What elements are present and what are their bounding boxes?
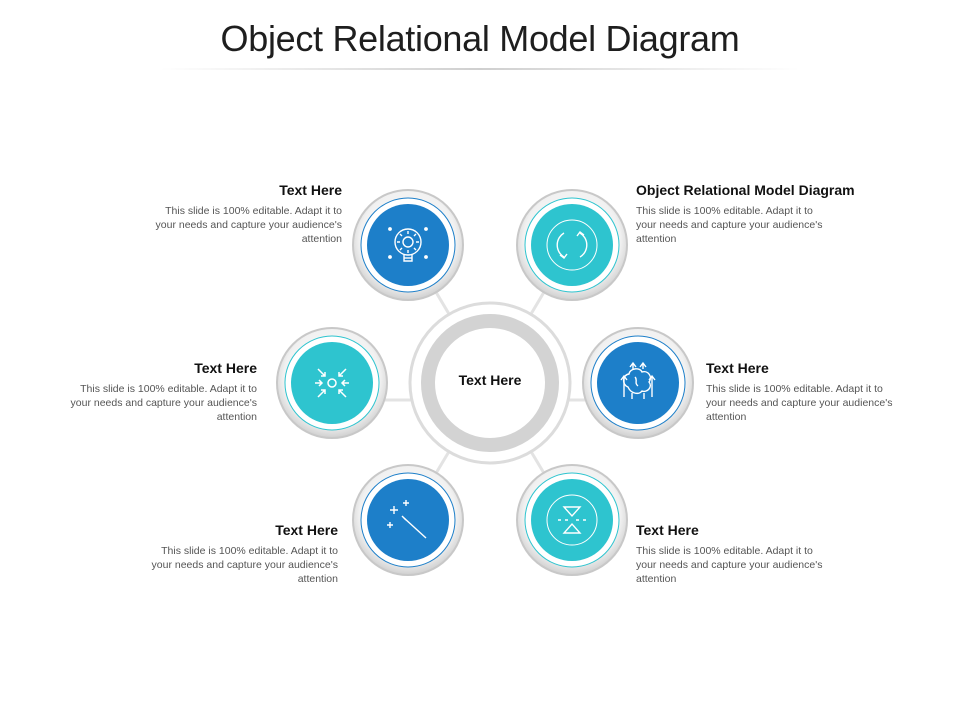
label-description: This slide is 100% editable. Adapt it to… <box>706 383 893 423</box>
center-ring <box>408 301 572 465</box>
hourglass-icon <box>546 494 598 546</box>
label-top-left: Text Here This slide is 100% editable. A… <box>152 182 342 246</box>
magic-wand-icon <box>387 500 427 539</box>
node-bottom-right <box>516 464 628 576</box>
page-title: Object Relational Model Diagram <box>220 18 740 59</box>
label-description: This slide is 100% editable. Adapt it to… <box>70 383 257 423</box>
node-mid-right <box>582 327 694 439</box>
node-mid-left <box>276 327 388 439</box>
node-top-right <box>516 189 628 301</box>
label-heading: Text Here <box>194 360 257 376</box>
converge-arrows-icon <box>315 368 349 398</box>
label-mid-left: Text Here This slide is 100% editable. A… <box>67 360 257 424</box>
label-description: This slide is 100% editable. Adapt it to… <box>155 205 342 245</box>
lightbulb-gear-icon <box>388 227 428 262</box>
label-description: This slide is 100% editable. Adapt it to… <box>636 545 823 585</box>
node-bottom-left <box>352 464 464 576</box>
refresh-arrows-icon <box>546 219 598 271</box>
brain-growth-icon <box>620 361 656 399</box>
node-top-left <box>352 189 464 301</box>
label-top-right: Object Relational Model Diagram This sli… <box>636 182 855 246</box>
label-bottom-right: Text Here This slide is 100% editable. A… <box>636 522 826 586</box>
label-description: This slide is 100% editable. Adapt it to… <box>151 545 338 585</box>
label-heading: Text Here <box>706 360 769 376</box>
label-heading: Object Relational Model Diagram <box>636 182 855 198</box>
label-description: This slide is 100% editable. Adapt it to… <box>636 205 823 245</box>
title-divider <box>160 68 800 70</box>
label-heading: Text Here <box>279 182 342 198</box>
label-mid-right: Text Here This slide is 100% editable. A… <box>706 360 896 424</box>
label-heading: Text Here <box>636 522 699 538</box>
center-label: Text Here <box>458 372 522 388</box>
label-bottom-left: Text Here This slide is 100% editable. A… <box>148 522 338 586</box>
label-heading: Text Here <box>275 522 338 538</box>
